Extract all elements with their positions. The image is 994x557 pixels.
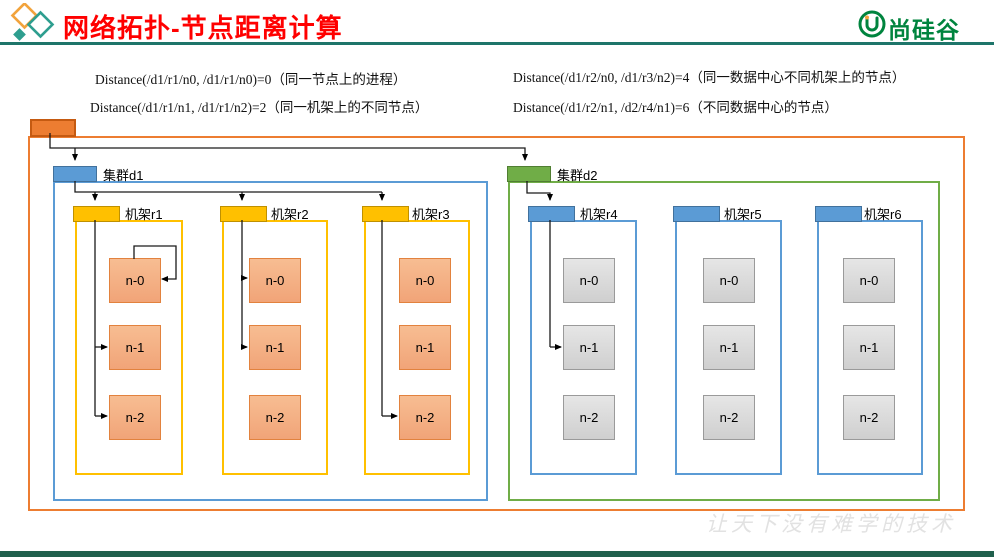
rack-r5-box (673, 206, 720, 222)
rack-r1-label: 机架r1 (125, 207, 163, 222)
rack-r1-box (73, 206, 120, 222)
rack-r2-box (220, 206, 267, 222)
rack-r2-label: 机架r2 (271, 207, 309, 222)
node-r1-n0: n-0 (109, 258, 161, 303)
rack-r6-box (815, 206, 862, 222)
brand-diamonds-icon (10, 3, 55, 41)
footer-bar (0, 551, 994, 557)
node-r5-n1: n-1 (703, 325, 755, 370)
rack-r3-frame (364, 220, 470, 475)
rack-r6-frame (817, 220, 923, 475)
formula-distance-2: Distance(/d1/r1/n1, /d1/r1/n2)=2（同一机架上的不… (90, 100, 429, 115)
cluster-d1-box (53, 166, 97, 182)
rack-r5-frame (675, 220, 782, 475)
node-r4-n0: n-0 (563, 258, 615, 303)
cluster-d2-label: 集群d2 (557, 168, 598, 183)
rack-r4-box (528, 206, 575, 222)
formula-distance-6: Distance(/d1/r2/n1, /d2/r4/n1)=6（不同数据中心的… (513, 100, 838, 115)
page-title: 网络拓扑-节点距离计算 (63, 13, 343, 43)
node-r2-n2: n-2 (249, 395, 301, 440)
rack-r5-label: 机架r5 (724, 207, 762, 222)
rack-r3-box (362, 206, 409, 222)
rack-r2-frame (222, 220, 328, 475)
topology-root-box (30, 119, 76, 137)
cluster-d1-label: 集群d1 (103, 168, 144, 183)
node-r3-n0: n-0 (399, 258, 451, 303)
rack-r1-frame (75, 220, 183, 475)
cluster-d2-box (507, 166, 551, 182)
node-r6-n1: n-1 (843, 325, 895, 370)
brand-name: 尚硅谷 (888, 17, 960, 43)
node-r1-n1: n-1 (109, 325, 161, 370)
node-r2-n0: n-0 (249, 258, 301, 303)
watermark-slogan: 让天下没有难学的技术 (706, 512, 956, 536)
formula-distance-0: Distance(/d1/r1/n0, /d1/r1/n0)=0（同一节点上的进… (95, 72, 407, 87)
node-r6-n2: n-2 (843, 395, 895, 440)
header-divider (0, 42, 994, 45)
rack-r4-frame (530, 220, 637, 475)
node-r5-n2: n-2 (703, 395, 755, 440)
formula-distance-4: Distance(/d1/r2/n0, /d1/r3/n2)=4（同一数据中心不… (513, 70, 906, 85)
rack-r4-label: 机架r4 (580, 207, 618, 222)
node-r2-n1: n-1 (249, 325, 301, 370)
node-r1-n2: n-2 (109, 395, 161, 440)
cluster-d2-frame (508, 181, 940, 501)
node-r5-n0: n-0 (703, 258, 755, 303)
node-r3-n2: n-2 (399, 395, 451, 440)
node-r4-n1: n-1 (563, 325, 615, 370)
node-r3-n1: n-1 (399, 325, 451, 370)
brand-u-icon (858, 10, 886, 38)
node-r6-n0: n-0 (843, 258, 895, 303)
rack-r3-label: 机架r3 (412, 207, 450, 222)
node-r4-n2: n-2 (563, 395, 615, 440)
rack-r6-label: 机架r6 (864, 207, 902, 222)
